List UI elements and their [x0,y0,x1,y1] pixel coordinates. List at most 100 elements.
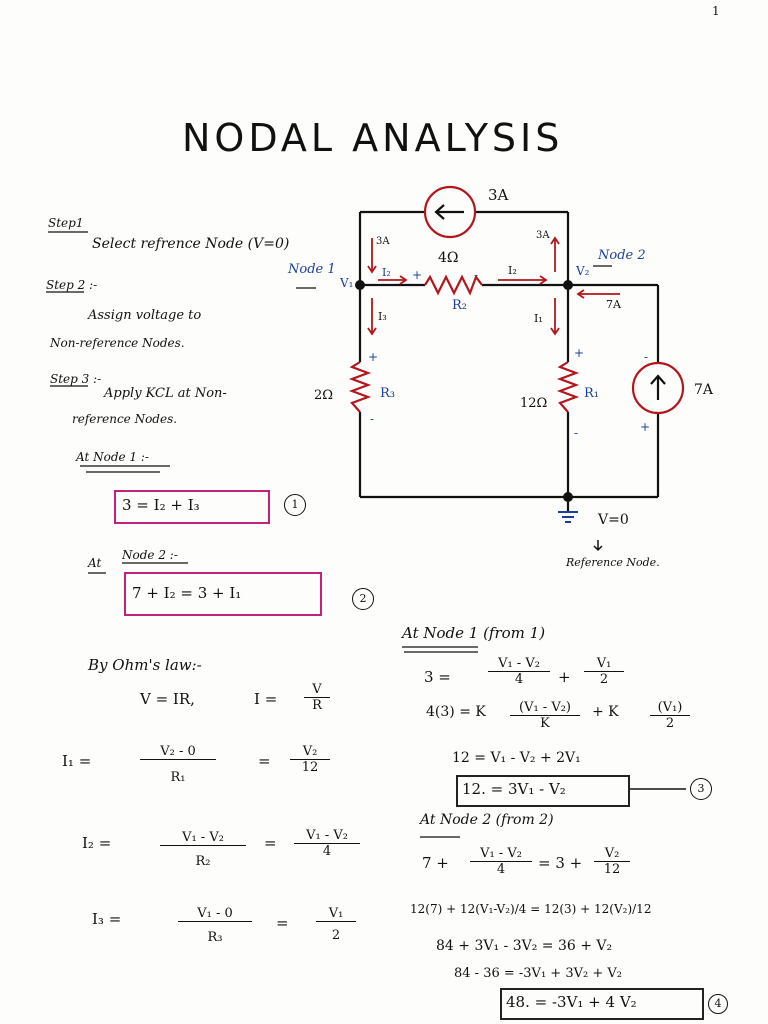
i3-result: V₁ 2 [316,906,356,943]
current-i2-left: I₂ [382,266,391,279]
node-2-heading: Node 2 :- [122,548,178,562]
solve1-l1-lhs: 3 = [424,668,451,686]
r2-minus: - [474,268,479,282]
i2-num: V₁ - V₂ [160,830,246,846]
solve1-l2-plus: + K [592,704,619,720]
resistor-r3 [348,361,372,413]
equation-1: 3 = I₂ + I₃ [122,496,200,514]
equation-1-box [114,490,270,524]
page-title: NODAL ANALYSIS [182,116,564,160]
node-2-voltage: V₂ [576,264,590,278]
equation-3-box [456,775,630,807]
reference-node-label: Reference Node. [566,556,660,569]
solve2-l1-lhs: 7 + [422,854,449,872]
reference-node-dot [563,492,573,502]
node-2-heading-at: At [88,556,102,570]
i1-fraction: V₂ - 0 R₁ [140,744,216,785]
node-1-label: Node 1 [288,262,336,277]
i3-fraction: V₁ - 0 R₃ [178,906,252,945]
resistor-r2-name: R₂ [452,298,467,313]
resistor-r3-value: 2Ω [314,388,334,403]
i2-lhs: I₂ = [82,834,112,852]
current-i2-right: I₂ [508,264,517,277]
r3-minus: - [370,412,375,426]
r1-minus: - [574,426,579,440]
r2-plus: + [412,268,423,282]
source-right-label: 7A [694,382,714,398]
solve1-l1-plus: + [558,668,571,686]
ohms-law-heading: By Ohm's law:- [88,656,202,674]
source-top-label: 3A [488,186,509,204]
current-i3: I₃ [378,310,387,323]
solve1-l2-frac1-den: K [540,716,550,731]
resistor-r2 [424,274,483,296]
solve1-l1-frac2-num: V₁ [584,656,624,672]
r3-plus: + [368,350,379,364]
i2-den: R₂ [195,854,211,869]
equation-3: 12. = 3V₁ - V₂ [462,780,566,798]
i1-num: V₂ - 0 [140,744,216,760]
i3-num: V₁ - 0 [178,906,252,922]
step-3-text-line1: Apply KCL at Non- [104,386,227,401]
step-3-label: Step 3 :- [50,372,102,386]
source-7a-plus: + [640,420,651,434]
step-1-text: Select refrence Node (V=0) [92,236,290,252]
current-i1: I₁ [534,312,543,325]
i3-result-num: V₁ [316,906,356,922]
solve2-l3: 84 + 3V₁ - 3V₂ = 36 + V₂ [436,938,613,954]
resistor-r3-name: R₃ [380,386,395,401]
equation-1-tag: 1 [284,494,306,516]
solve2-l1-frac1-num: V₁ - V₂ [470,846,532,862]
i2-eq: = [264,834,277,852]
page-marker: 1 [712,4,720,18]
solve1-l2-frac1-num: (V₁ - V₂) [510,700,580,716]
resistor-r2-value: 4Ω [438,250,459,266]
current-3a-right: 3A [536,230,550,241]
resistor-r1-name: R₁ [584,386,599,401]
resistor-r1-value: 12Ω [520,396,548,411]
i3-den: R₃ [207,930,223,945]
solve1-l2-lhs: 4(3) = K [426,704,486,720]
solve1-l1-frac1-num: V₁ - V₂ [488,656,550,672]
equation-4-box [500,988,704,1020]
i1-result-den: 12 [301,760,319,775]
i2-fraction: V₁ - V₂ R₂ [160,830,246,869]
ohms-v-equation: V = IR, [140,690,195,708]
solve1-l3: 12 = V₁ - V₂ + 2V₁ [452,750,581,766]
node-2-label: Node 2 [598,248,646,263]
i2-result-num: V₁ - V₂ [294,828,360,844]
ground-voltage: V=0 [598,512,629,528]
i1-eq: = [258,752,271,770]
node-2-dot [563,280,573,290]
i1-den: R₁ [170,770,186,785]
solve2-l1-frac2-den: 12 [603,862,621,877]
resistor-r1 [556,361,580,413]
step-1-label: Step1 [48,216,84,230]
equation-4-tag: 4 [708,994,728,1014]
equation-2-box [124,572,322,616]
step-2-label: Step 2 :- [46,278,98,292]
i3-result-den: 2 [331,928,341,943]
i1-lhs: I₁ = [62,752,92,770]
current-7a: 7A [606,298,621,311]
equation-2-tag: 2 [352,588,374,610]
node-1-dot [355,280,365,290]
solve1-l1-frac1-den: 4 [514,672,524,687]
i3-lhs: I₃ = [92,910,122,928]
step-2-text-line1: Assign voltage to [88,308,202,323]
solve2-l1-mid: = 3 + [538,854,583,872]
i3-eq: = [276,914,289,932]
solve1-l2-frac1: (V₁ - V₂)K [510,700,580,731]
r1-plus: + [574,346,585,360]
ohms-i-lhs: I = [254,690,278,708]
solve2-l4: 84 - 36 = -3V₁ + 3V₂ + V₂ [454,966,622,981]
solve1-l2-frac2-den: 2 [665,716,675,731]
